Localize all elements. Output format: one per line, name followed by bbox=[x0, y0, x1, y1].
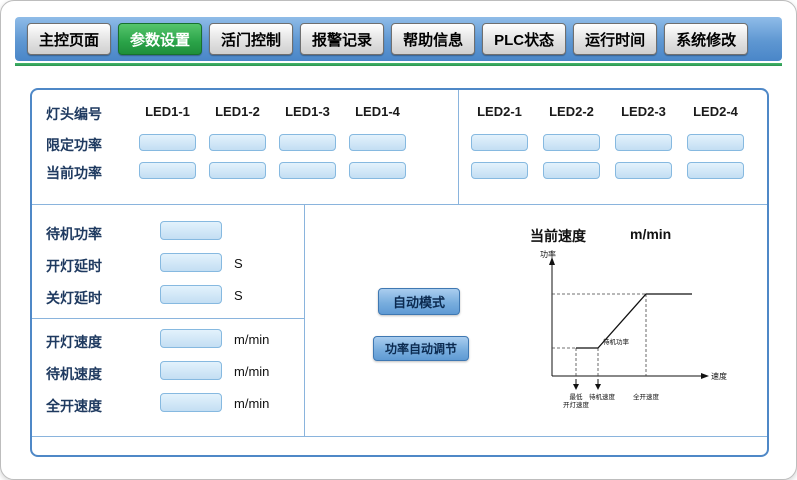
divider-led-groups bbox=[458, 90, 459, 204]
divider-top-section bbox=[32, 204, 767, 205]
tick-label-on-speed: 开灯速度 bbox=[563, 400, 590, 409]
on-delay-label: 开灯延时 bbox=[46, 258, 102, 274]
limit-power-field-led1-1[interactable] bbox=[139, 134, 196, 151]
tab-help-info[interactable]: 帮助信息 bbox=[391, 23, 476, 55]
tick-label-standby-speed: 待机速度 bbox=[589, 392, 616, 401]
tab-parameter-settings[interactable]: 参数设置 bbox=[118, 23, 203, 55]
parameter-panel: 灯头编号 LED1-1 LED1-2 LED1-3 LED1-4 LED2-1 … bbox=[30, 88, 769, 457]
tick-label-full-speed: 全开速度 bbox=[633, 392, 660, 401]
led-header-1-3: LED1-3 bbox=[285, 104, 330, 119]
on-delay-unit: S bbox=[234, 256, 243, 271]
standby-power-curve-label: 待机功率 bbox=[603, 337, 630, 346]
full-speed-field[interactable] bbox=[160, 393, 222, 412]
current-power-field-led2-4 bbox=[687, 162, 744, 179]
limit-power-field-led1-4[interactable] bbox=[349, 134, 406, 151]
led-header-1-4: LED1-4 bbox=[355, 104, 400, 119]
current-speed-unit: m/min bbox=[630, 226, 672, 242]
divider-bottom-section bbox=[32, 436, 767, 437]
limit-power-field-led1-3[interactable] bbox=[279, 134, 336, 151]
tick-label-min: 最低 bbox=[570, 392, 584, 401]
current-power-field-led1-1 bbox=[139, 162, 196, 179]
standby-speed-unit: m/min bbox=[234, 364, 270, 379]
limit-power-field-led2-4[interactable] bbox=[687, 134, 744, 151]
current-speed-label: 当前速度 bbox=[530, 228, 586, 244]
down-arrow-2-head bbox=[595, 384, 601, 390]
current-power-field-led1-2 bbox=[209, 162, 266, 179]
limit-power-field-led1-2[interactable] bbox=[209, 134, 266, 151]
full-speed-label: 全开速度 bbox=[46, 398, 102, 414]
divider-left-section bbox=[304, 204, 305, 436]
on-speed-field[interactable] bbox=[160, 329, 222, 348]
standby-speed-field[interactable] bbox=[160, 361, 222, 380]
current-power-field-led2-1 bbox=[471, 162, 528, 179]
led-header-2-4: LED2-4 bbox=[693, 104, 738, 119]
nav-bar: 主控页面 参数设置 活门控制 报警记录 帮助信息 PLC状态 运行时间 系统修改 bbox=[15, 17, 782, 61]
y-axis-label: 功率 bbox=[540, 249, 556, 259]
on-delay-field[interactable] bbox=[160, 253, 222, 272]
led-header-1-2: LED1-2 bbox=[215, 104, 260, 119]
tab-system-modify[interactable]: 系统修改 bbox=[664, 23, 749, 55]
current-power-field-led2-2 bbox=[543, 162, 600, 179]
standby-power-field[interactable] bbox=[160, 221, 222, 240]
x-axis-label: 速度 bbox=[711, 371, 727, 381]
current-power-field-led1-3 bbox=[279, 162, 336, 179]
down-arrow-1-head bbox=[573, 384, 579, 390]
led-header-2-1: LED2-1 bbox=[477, 104, 522, 119]
standby-speed-label: 待机速度 bbox=[46, 366, 102, 382]
tab-main-control[interactable]: 主控页面 bbox=[27, 23, 112, 55]
off-delay-field[interactable] bbox=[160, 285, 222, 304]
divider-delay-speed bbox=[32, 318, 304, 319]
row-label-current-power: 当前功率 bbox=[46, 165, 102, 181]
standby-power-label: 待机功率 bbox=[46, 226, 102, 242]
limit-power-field-led2-2[interactable] bbox=[543, 134, 600, 151]
power-speed-diagram: 功率 速度 待机功率 最低 待机速度 全开速度 开灯速度 bbox=[540, 249, 727, 409]
auto-mode-button[interactable]: 自动模式 bbox=[378, 288, 460, 315]
tab-valve-control[interactable]: 活门控制 bbox=[209, 23, 294, 55]
row-label-limit-power: 限定功率 bbox=[46, 137, 102, 153]
power-curve bbox=[576, 293, 692, 349]
current-power-field-led2-3 bbox=[615, 162, 672, 179]
on-speed-label: 开灯速度 bbox=[46, 334, 102, 350]
full-speed-unit: m/min bbox=[234, 396, 270, 411]
row-label-lamp-id: 灯头编号 bbox=[46, 106, 102, 122]
on-speed-unit: m/min bbox=[234, 332, 270, 347]
tab-plc-status[interactable]: PLC状态 bbox=[482, 23, 567, 55]
nav-underline bbox=[15, 63, 782, 66]
tab-run-time[interactable]: 运行时间 bbox=[573, 23, 658, 55]
off-delay-unit: S bbox=[234, 288, 243, 303]
tab-alarm-records[interactable]: 报警记录 bbox=[300, 23, 385, 55]
led-header-2-3: LED2-3 bbox=[621, 104, 666, 119]
y-axis-arrow bbox=[549, 257, 555, 265]
led-header-2-2: LED2-2 bbox=[549, 104, 594, 119]
limit-power-field-led2-1[interactable] bbox=[471, 134, 528, 151]
power-auto-adjust-button[interactable]: 功率自动调节 bbox=[373, 336, 469, 361]
current-power-field-led1-4 bbox=[349, 162, 406, 179]
x-axis-arrow bbox=[701, 373, 709, 379]
off-delay-label: 关灯延时 bbox=[46, 290, 102, 306]
led-header-1-1: LED1-1 bbox=[145, 104, 190, 119]
limit-power-field-led2-3[interactable] bbox=[615, 134, 672, 151]
